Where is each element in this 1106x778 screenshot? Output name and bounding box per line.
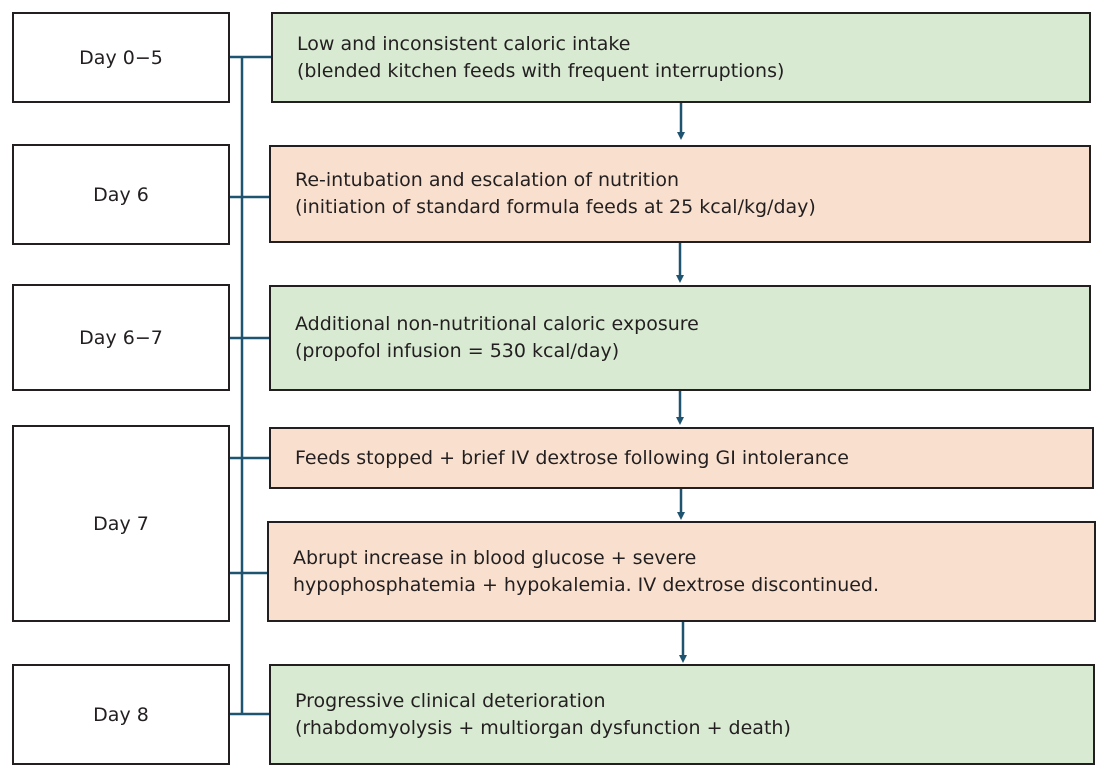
- event-detail: (initiation of standard formula feeds at…: [295, 196, 816, 218]
- day-box-6: Day 6: [12, 144, 230, 245]
- event-title: Feeds stopped + brief IV dextrose follow…: [295, 446, 849, 469]
- day-label: Day 7: [93, 512, 149, 535]
- day-label: Day 6: [93, 183, 149, 206]
- event-box-non-nutritional-calories: Additional non-nutritional caloric expos…: [269, 285, 1091, 391]
- day-box-6-7: Day 6−7: [12, 284, 230, 391]
- day-box-0-5: Day 0−5: [12, 12, 230, 103]
- event-detail: (rhabdomyolysis + multiorgan dysfunction…: [295, 716, 791, 739]
- day-label: Day 6−7: [79, 326, 163, 349]
- event-box-glucose-increase: Abrupt increase in blood glucose + sever…: [267, 521, 1096, 622]
- event-title: Re-intubation and escalation of nutritio…: [295, 169, 680, 191]
- event-title: Progressive clinical deterioration: [295, 689, 606, 712]
- event-title: Low and inconsistent caloric intake: [297, 32, 631, 55]
- event-title: Additional non-nutritional caloric expos…: [295, 313, 699, 335]
- day-box-7: Day 7: [12, 425, 230, 622]
- event-detail: hypophosphatemia + hypokalemia. IV dextr…: [293, 573, 880, 596]
- event-box-low-caloric-intake: Low and inconsistent caloric intake (ble…: [271, 12, 1091, 103]
- event-box-reintubation: Re-intubation and escalation of nutritio…: [269, 145, 1091, 243]
- day-label: Day 8: [93, 703, 149, 726]
- event-title: Abrupt increase in blood glucose + sever…: [293, 546, 697, 569]
- event-box-feeds-stopped: Feeds stopped + brief IV dextrose follow…: [269, 427, 1094, 489]
- day-box-8: Day 8: [12, 664, 230, 765]
- day-label: Day 0−5: [79, 46, 163, 69]
- event-detail: (propofol infusion = 530 kcal/day): [295, 340, 620, 362]
- event-detail: (blended kitchen feeds with frequent int…: [297, 59, 785, 82]
- event-box-clinical-deterioration: Progressive clinical deterioration (rhab…: [269, 664, 1095, 765]
